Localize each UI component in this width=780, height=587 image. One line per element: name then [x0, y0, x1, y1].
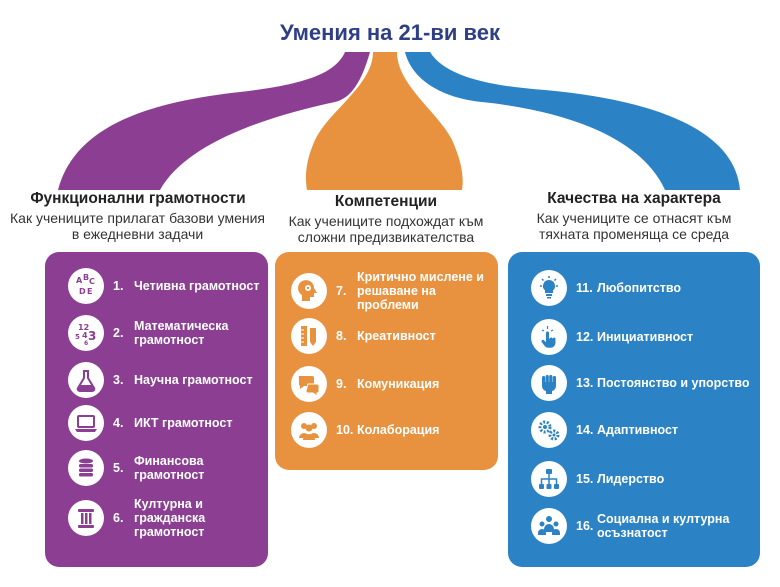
column-title-functional: Функционални грамотности	[30, 190, 246, 207]
fist-icon	[531, 365, 567, 401]
people-icon	[291, 412, 327, 448]
skill-item: 7. Критично мислене и решаване на пробле…	[291, 270, 493, 312]
main-title: Умения на 21-ви век	[280, 20, 500, 45]
skill-item: 14. Адаптивност	[531, 412, 753, 448]
head-gears-icon	[291, 273, 327, 309]
gears-icon	[531, 412, 567, 448]
blue-flow	[405, 52, 740, 190]
lightbulb-icon	[531, 270, 567, 306]
svg-text:4: 4	[82, 331, 88, 340]
laptop-icon	[68, 405, 104, 441]
svg-text:D: D	[79, 287, 86, 296]
skill-item: 15. Лидерство	[531, 461, 753, 497]
skill-item: 4. ИКТ грамотност	[68, 405, 263, 441]
flask-icon	[68, 362, 104, 398]
column-subtitle-competencies: Как учениците подхождат към сложни преди…	[288, 213, 484, 245]
svg-text:3: 3	[88, 329, 96, 343]
pointer-hand-icon	[531, 319, 567, 355]
skill-item: 5. Финансова грамотност	[68, 450, 263, 486]
svg-text:E: E	[87, 287, 92, 296]
column-title-competencies: Компетенции	[334, 193, 438, 210]
skill-item: 9. Комуникация	[291, 366, 493, 402]
svg-text:C: C	[89, 277, 95, 286]
ruler-pencil-icon	[291, 318, 327, 354]
svg-text:B: B	[83, 273, 89, 282]
org-chart-icon	[531, 461, 567, 497]
group-icon	[531, 508, 567, 544]
skill-item: 8. Креативност	[291, 318, 493, 354]
svg-text:5: 5	[75, 333, 80, 341]
purple-flow	[58, 52, 370, 190]
skill-item: 13. Постоянство и упорство	[531, 365, 753, 401]
column-title-character: Качества на характера	[547, 190, 721, 207]
orange-flow	[305, 52, 463, 190]
coins-icon	[68, 450, 104, 486]
svg-text:6: 6	[84, 340, 88, 346]
skill-item: 11. Любопитство	[531, 270, 753, 306]
skill-item: 6. Културна и гражданска грамотност	[68, 497, 263, 539]
skill-item: 16. Социална и културна осъзнатост	[531, 508, 753, 544]
skill-item: 12. Инициативност	[531, 319, 753, 355]
svg-text:12: 12	[78, 323, 89, 332]
column-icon	[68, 500, 104, 536]
svg-text:A: A	[76, 276, 83, 285]
column-subtitle-character: Как учениците се отнасят към тяхната про…	[536, 210, 732, 242]
skill-item: 3. Научна грамотност	[68, 362, 263, 398]
speech-bubbles-icon	[291, 366, 327, 402]
skill-item: 10. Колаборация	[291, 412, 493, 448]
column-subtitle-functional: Как учениците прилагат базови умения в е…	[10, 210, 265, 242]
